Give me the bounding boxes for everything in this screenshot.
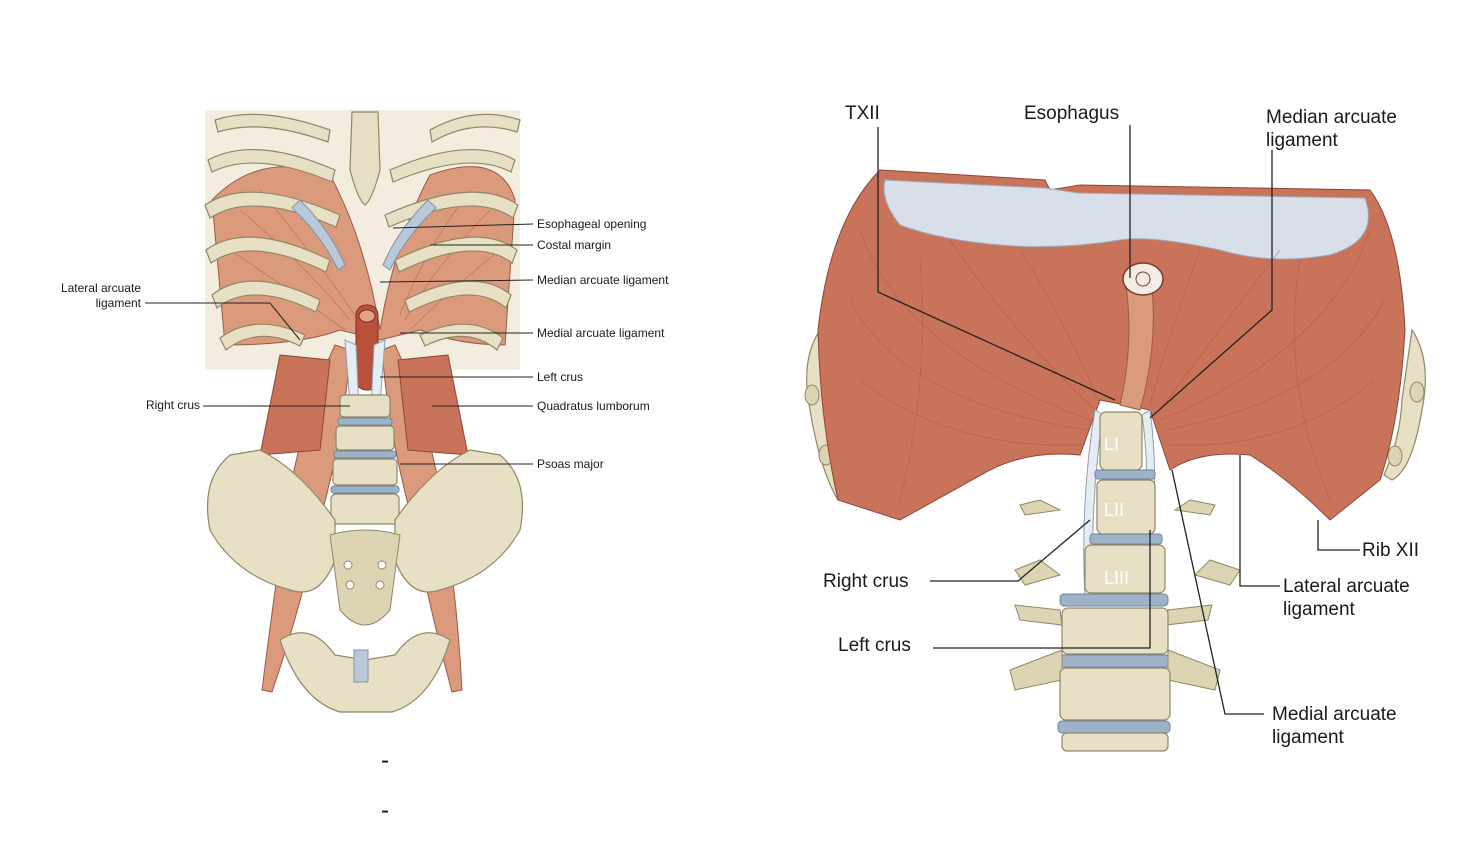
vertebra-label-liii: LIII xyxy=(1104,568,1129,588)
left-figure-illustration xyxy=(204,110,523,713)
label-left-crus-left: Left crus xyxy=(537,370,583,384)
label-left-crus-right: Left crus xyxy=(838,635,911,656)
lumbar-spine-left xyxy=(330,394,400,525)
label-psoas-major: Psoas major xyxy=(537,457,604,471)
label-right-crus-left: Right crus xyxy=(146,398,200,412)
pelvis-left-ilium xyxy=(206,449,336,593)
pelvis-right-ilium xyxy=(394,449,523,593)
costal-margin-right xyxy=(382,199,437,271)
label-rib-xii: Rib XII xyxy=(1362,540,1419,561)
quadratus-lumborum-right xyxy=(397,354,469,456)
label-lateral-arcuate-left-line2: ligament xyxy=(96,296,142,310)
quadratus-lumborum-left xyxy=(259,354,331,456)
esophagus-muscle-column xyxy=(1119,269,1154,411)
bullet-dash-2: - xyxy=(381,797,389,824)
vertebra-label-li: LI xyxy=(1104,434,1119,454)
left-figure-labels: Esophageal opening Costal margin Median … xyxy=(61,217,669,471)
label-medial-arcuate-ligament-left: Medial arcuate ligament xyxy=(537,326,665,340)
label-lateral-arcuate-left-line1: Lateral arcuate xyxy=(61,281,141,295)
left-figure-leaders xyxy=(145,223,534,465)
right-figure-illustration: LI LII LIII xyxy=(804,169,1426,752)
label-median-arcuate-right-line2: ligament xyxy=(1266,130,1339,151)
label-esophageal-opening: Esophageal opening xyxy=(537,217,646,231)
rib-xii-right xyxy=(1383,328,1426,481)
costal-margin-left xyxy=(291,199,346,271)
label-medial-arcuate-right-line2: ligament xyxy=(1272,727,1345,748)
bullet-dash-1: - xyxy=(381,747,389,774)
label-medial-arcuate-right-line1: Medial arcuate xyxy=(1272,704,1397,725)
label-txii: TXII xyxy=(845,103,880,124)
bullet-list: - - xyxy=(381,747,389,824)
sternum xyxy=(349,111,381,206)
esophagus-opening xyxy=(1122,262,1164,296)
label-lateral-arcuate-right-line2: ligament xyxy=(1283,599,1356,620)
sacrum xyxy=(329,529,401,626)
vertebra-label-lii: LII xyxy=(1104,500,1124,520)
left-ribs xyxy=(204,113,521,351)
label-esophagus: Esophagus xyxy=(1024,103,1119,124)
label-costal-margin: Costal margin xyxy=(537,238,611,252)
label-median-arcuate-ligament-left: Median arcuate ligament xyxy=(537,273,669,287)
central-tendon xyxy=(883,179,1369,260)
lumbar-spine-right xyxy=(1009,411,1241,752)
right-figure-leaders xyxy=(877,125,1360,715)
label-lateral-arcuate-right-line1: Lateral arcuate xyxy=(1283,576,1410,597)
right-figure-labels: TXII Esophagus Median arcuate ligament R… xyxy=(823,103,1419,748)
right-ribs xyxy=(384,148,519,351)
label-median-arcuate-right-line1: Median arcuate xyxy=(1266,107,1397,128)
label-right-crus-right: Right crus xyxy=(823,571,909,592)
label-quadratus-lumborum: Quadratus lumborum xyxy=(537,399,650,413)
